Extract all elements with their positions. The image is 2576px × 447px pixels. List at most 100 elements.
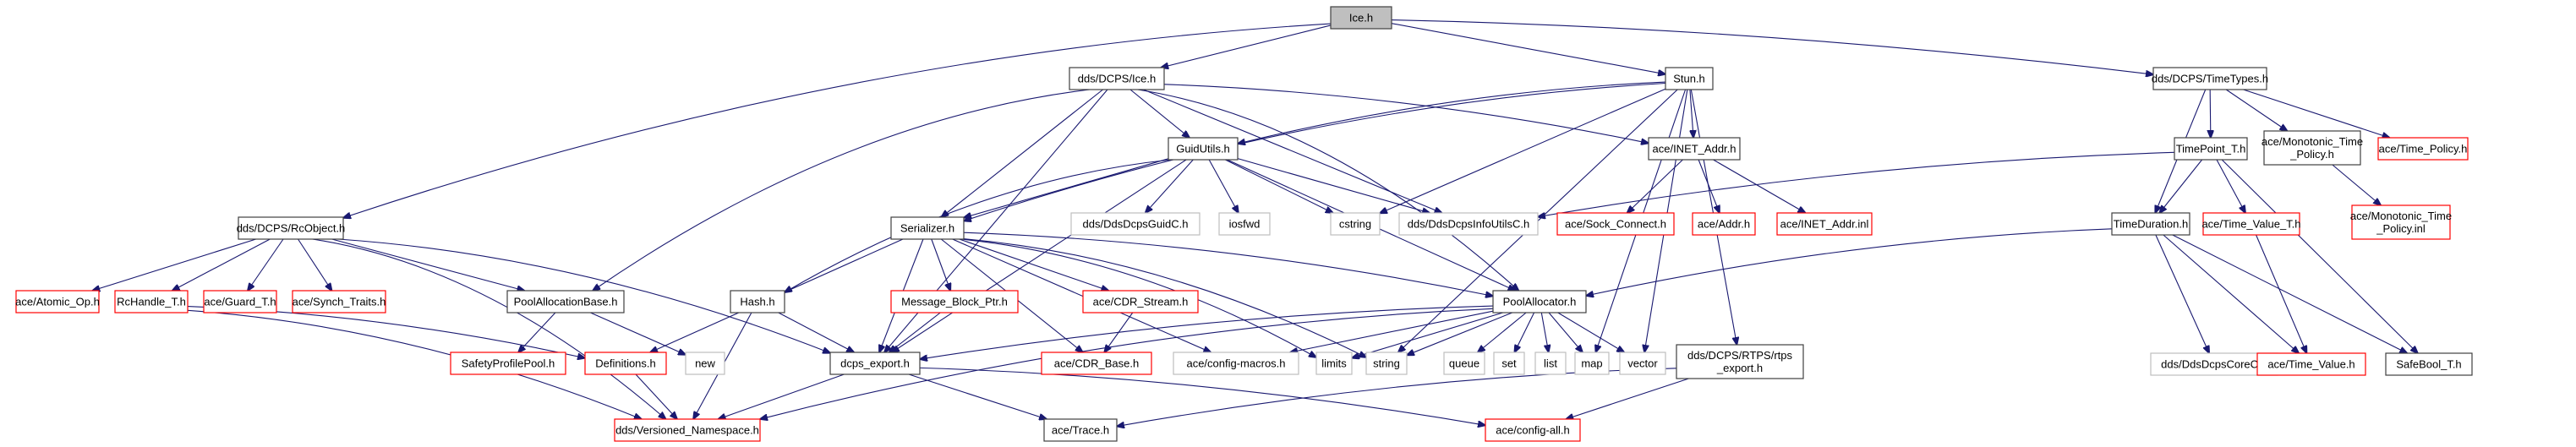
edge-poolallocator-to-list (1540, 312, 1548, 352)
edge-poolallocbase-to-new (590, 312, 686, 355)
node-serializer[interactable]: Serializer.h (890, 216, 965, 240)
node-mono_policy[interactable]: ace/Monotonic_Time_Policy.h (2262, 130, 2363, 166)
node-stun[interactable]: Stun.h (1665, 67, 1714, 90)
node-box (1330, 6, 1392, 30)
edge-rcobject-to-dcps_export (338, 238, 830, 353)
edge-timeduration-to-poolallocator (1586, 228, 2113, 296)
edge-poolallocator-to-vector (1557, 312, 1625, 352)
node-addr[interactable]: ace/Addr.h (1692, 212, 1756, 236)
node-string: string (1365, 352, 1408, 375)
node-box (890, 216, 965, 240)
node-box (685, 352, 725, 375)
node-label: set (1501, 357, 1517, 370)
edge-timepoint-to-infoutils (1538, 151, 2175, 216)
node-layer: Ice.h dds/DCPS/Ice.h Stun.h dds/DCPS/TimeTy… (15, 6, 2473, 442)
node-label: ace/Addr.h (1698, 218, 1750, 231)
node-label: dds/DdsDcpsGuidC.h (1083, 218, 1189, 231)
node-guidutils[interactable]: GuidUtils.h (1168, 137, 1239, 161)
node-timepoint[interactable]: TimePoint_T.h (2174, 137, 2248, 161)
edge-ice-to-timetypes (1391, 19, 2153, 75)
node-timetypes[interactable]: dds/DCPS/TimeTypes.h (2152, 67, 2268, 90)
edge-mono_policy-to-mono_inl (2332, 164, 2381, 205)
node-box (1043, 418, 1118, 442)
node-msgblock[interactable]: Message_Block_Ptr.h (890, 290, 1019, 313)
node-box (15, 290, 100, 313)
node-box (584, 352, 667, 375)
node-inet_inl[interactable]: ace/INET_Addr.inl (1776, 212, 1873, 236)
edge-poolallocbase-to-safetypool (518, 312, 556, 352)
edge-poolallocator-to-config_macros (1290, 310, 1494, 352)
node-box (1619, 352, 1666, 375)
node-atomic_op[interactable]: ace/Atomic_Op.h (15, 290, 100, 313)
edge-timeduration-to-corec (2155, 234, 2209, 353)
node-rcobject[interactable]: dds/DCPS/RcObject.h (237, 216, 346, 240)
node-box (2152, 67, 2267, 90)
node-inet_addr[interactable]: ace/INET_Addr.h (1648, 137, 1741, 161)
node-rtps_export[interactable]: dds/DCPS/RTPS/rtps_export.h (1676, 344, 1804, 379)
node-label: dds/DCPS/RTPS/rtps (1687, 349, 1793, 362)
node-definitions[interactable]: Definitions.h (584, 352, 667, 375)
node-poolallocator[interactable]: PoolAllocator.h (1492, 290, 1587, 313)
node-label: new (695, 357, 715, 370)
node-queue: queue (1443, 352, 1485, 375)
node-label: dds/DCPS/Ice.h (1078, 73, 1157, 85)
edge-timeduration-to-time_value (2163, 234, 2299, 353)
node-rchandle[interactable]: RcHandle_T.h (114, 290, 189, 313)
node-label: dds/DdsDcpsInfoUtilsC.h (1408, 218, 1530, 231)
node-safetypool[interactable]: SafetyProfilePool.h (450, 352, 566, 375)
edge-rchandle-to-definitions (187, 306, 585, 358)
node-dcps_ice[interactable]: dds/DCPS/Ice.h (1069, 67, 1165, 90)
node-label: RcHandle_T.h (117, 296, 186, 308)
node-timeduration[interactable]: TimeDuration.h (2111, 212, 2190, 236)
node-label: ace/Time_Value_T.h (2201, 218, 2300, 231)
node-guard_t[interactable]: ace/Guard_T.h (203, 290, 277, 313)
edge-dcps_ice-to-serializer (941, 89, 1103, 217)
node-box (1398, 212, 1539, 236)
node-label: dds/DdsDcpsCoreC.h (2161, 358, 2267, 371)
node-box (2111, 212, 2190, 236)
node-list: list (1534, 352, 1567, 375)
node-cdr_stream[interactable]: ace/CDR_Stream.h (1082, 290, 1199, 313)
node-time_value[interactable]: ace/Time_Value.h (2256, 352, 2366, 376)
node-box (1330, 212, 1381, 236)
node-label: ace/Trace.h (1052, 424, 1109, 437)
node-time_policy[interactable]: ace/Time_Policy.h (2377, 137, 2469, 161)
node-cdr_base[interactable]: ace/CDR_Base.h (1041, 352, 1152, 375)
node-label: TimePoint_T.h (2176, 143, 2246, 155)
node-poolallocbase[interactable]: PoolAllocationBase.h (506, 290, 625, 313)
node-corec: dds/DdsDcpsCoreC.h (2150, 352, 2278, 376)
edge-timetypes-to-time_policy (2243, 89, 2389, 138)
edge-dcps_export-to-versioned_ns (719, 373, 845, 419)
node-hash[interactable]: Hash.h (730, 290, 785, 313)
node-synch_traits[interactable]: ace/Synch_Traits.h (292, 290, 386, 313)
node-box (2174, 137, 2248, 161)
node-label: queue (1449, 357, 1479, 370)
node-box (1676, 344, 1804, 379)
node-box (2377, 137, 2469, 161)
node-box (1492, 290, 1587, 313)
node-versioned_ns[interactable]: dds/Versioned_Namespace.h (614, 418, 761, 442)
node-box (1648, 137, 1741, 161)
node-trace[interactable]: ace/Trace.h (1043, 418, 1118, 442)
node-set: set (1493, 352, 1525, 375)
node-label: PoolAllocationBase.h (514, 296, 618, 308)
node-safebool[interactable]: SafeBool_T.h (2385, 352, 2473, 376)
node-label: SafetyProfilePool.h (462, 357, 555, 370)
edge-timetypes-to-mono_policy (2225, 89, 2287, 131)
node-dcps_export[interactable]: dcps_export.h (829, 352, 921, 375)
node-ice[interactable]: Ice.h (1330, 6, 1392, 30)
node-config_all[interactable]: ace/config-all.h (1485, 418, 1581, 442)
node-box (2263, 130, 2361, 166)
node-mono_inl[interactable]: ace/Monotonic_Time_Policy.inl (2350, 204, 2452, 240)
edge-stun-to-inet_addr (1689, 89, 1693, 138)
node-label: dds/DCPS/RcObject.h (237, 222, 346, 235)
node-label: ace/Monotonic_Time (2262, 135, 2363, 148)
node-box (114, 290, 189, 313)
node-label: ace/Monotonic_Time (2350, 210, 2452, 222)
node-time_value_t[interactable]: ace/Time_Value_T.h (2201, 212, 2301, 236)
node-sock_connect[interactable]: ace/Sock_Connect.h (1556, 212, 1675, 236)
edge-inet_addr-to-inet_inl (1713, 159, 1805, 213)
edge-stun-to-cstring (1380, 88, 1666, 213)
edge-timepoint-to-safebool (2221, 159, 2418, 353)
edge-timepoint-to-time_value_t (2216, 159, 2245, 213)
